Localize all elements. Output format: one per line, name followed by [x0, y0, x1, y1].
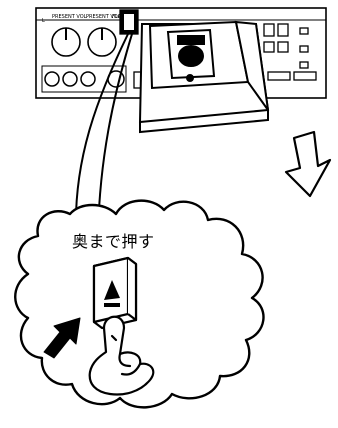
hand-knuckle-1 [118, 352, 132, 368]
right-ctrl-b [277, 23, 289, 37]
right-ctrl-a [263, 23, 275, 37]
device-side [234, 20, 269, 111]
round-button-3 [80, 71, 96, 87]
hand-knuckle-2 [120, 362, 142, 376]
callout-caption: 奥まで押す [72, 232, 155, 251]
device-window-band [177, 35, 205, 45]
inserted-device [138, 20, 270, 134]
fingernail [110, 334, 118, 342]
right-ctrl-d [277, 41, 289, 53]
panel-round-buttons [41, 65, 127, 93]
right-slot-2 [293, 71, 317, 81]
round-button-1 [44, 71, 60, 87]
right-indicator-1 [299, 27, 309, 35]
volume-knob-left [51, 27, 81, 57]
panel-right-controls [263, 23, 317, 81]
pointing-finger-icon [88, 315, 155, 396]
panel-labels: L PRESENT VOL PRESENT VOL FLASH [42, 14, 128, 24]
right-indicator-2 [299, 45, 309, 53]
right-indicator-3 [299, 61, 309, 69]
eject-triangle-icon [104, 280, 120, 307]
round-button-bay [41, 65, 127, 93]
panel-knobs [51, 27, 117, 57]
right-slot-1 [267, 71, 291, 81]
device-dot [186, 74, 194, 82]
device-reel [178, 45, 204, 67]
panel-label-vol-a: PRESENT VOL [52, 14, 87, 20]
push-button-side [127, 257, 138, 322]
device-base-edge [139, 110, 269, 134]
hand-outline [88, 315, 155, 396]
round-button-2 [62, 71, 78, 87]
volume-knob-right [87, 27, 117, 57]
panel-label-l: L [42, 18, 45, 24]
direction-arrow-icon [284, 130, 332, 198]
right-ctrl-c [263, 41, 275, 53]
callout-cloud [14, 199, 265, 409]
push-arrow-icon [43, 317, 81, 359]
leader-lines [74, 33, 133, 233]
eject-push-button [92, 256, 138, 330]
leader-line-outer [74, 33, 129, 233]
panel-label-vol-b: PRESENT VOL [86, 14, 121, 20]
